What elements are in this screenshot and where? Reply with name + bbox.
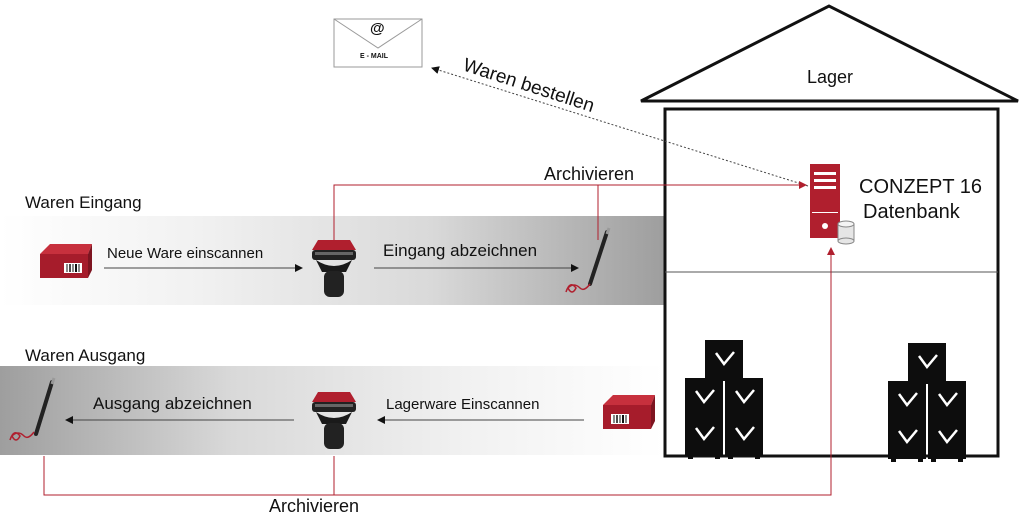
signing-pen-icon	[9, 377, 56, 441]
incoming-scan-label: Neue Ware einscannen	[107, 245, 264, 262]
database-title-line2: Datenbank	[863, 201, 960, 223]
database-icon	[837, 220, 855, 245]
signing-pen-icon	[565, 227, 611, 293]
archive-bottom-line	[43, 247, 835, 496]
server-icon	[810, 164, 840, 238]
database-title-line1: CONZEPT 16	[859, 176, 982, 198]
package-icon	[603, 395, 655, 429]
order-arrow	[431, 66, 809, 187]
scanner-icon	[312, 392, 356, 449]
package-icon	[40, 244, 92, 278]
outgoing-sign-label: Ausgang abzeichnen	[93, 394, 252, 413]
email-at-symbol: @	[370, 20, 385, 37]
scanner-icon	[312, 240, 356, 297]
archive-top-label: Archivieren	[544, 164, 635, 184]
order-label: Waren bestellen	[460, 55, 596, 117]
outgoing-scan-label: Lagerware Einscannen	[386, 396, 540, 413]
roof-label: Lager	[807, 67, 854, 87]
outgoing-title: Waren Ausgang	[25, 346, 146, 365]
envelope-icon	[333, 18, 423, 68]
incoming-sign-label: Eingang abzeichnen	[383, 241, 538, 260]
email-label: E - MAIL	[360, 53, 388, 60]
database-title: CONZEPT 16 Datenbank	[859, 175, 982, 225]
archive-bottom-label: Archivieren	[269, 496, 360, 516]
archive-top-line	[333, 184, 599, 240]
incoming-title: Waren Eingang	[25, 193, 142, 212]
